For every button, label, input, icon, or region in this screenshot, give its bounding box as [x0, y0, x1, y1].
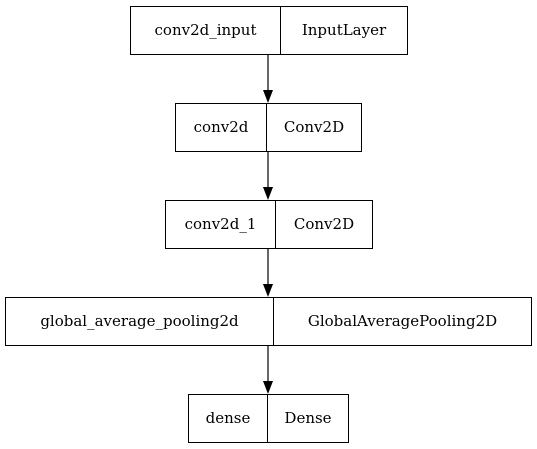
layer-name: global_average_pooling2d — [6, 298, 274, 345]
edge-global_average_pooling2d-to-dense — [263, 346, 273, 394]
layer-node-conv2d_1: conv2d_1 Conv2D — [165, 200, 373, 249]
layer-name: conv2d_input — [131, 7, 281, 54]
edge-conv2d_1-to-global_average_pooling2d — [263, 249, 273, 297]
layer-node-global_average_pooling2d: global_average_pooling2d GlobalAveragePo… — [5, 297, 532, 346]
layer-name: dense — [189, 395, 268, 442]
layer-type: InputLayer — [301, 21, 387, 39]
layer-name: conv2d_1 — [166, 201, 276, 248]
layer-name: conv2d — [176, 104, 267, 151]
edge-conv2d-to-conv2d_1 — [263, 152, 273, 200]
layer-node-dense: dense Dense — [188, 394, 349, 443]
edge-conv2d_input-to-conv2d — [263, 55, 273, 103]
arrowhead-icon — [263, 284, 273, 297]
arrowhead-icon — [263, 90, 273, 103]
layer-type: GlobalAveragePooling2D — [307, 312, 498, 330]
layer-type: Conv2D — [283, 118, 345, 136]
layer-type: Conv2D — [293, 215, 355, 233]
layer-node-conv2d_input: conv2d_input InputLayer — [130, 6, 408, 55]
layer-type: Dense — [284, 409, 332, 427]
arrowhead-icon — [263, 187, 273, 200]
layer-node-conv2d: conv2d Conv2D — [175, 103, 362, 152]
arrowhead-icon — [263, 381, 273, 394]
